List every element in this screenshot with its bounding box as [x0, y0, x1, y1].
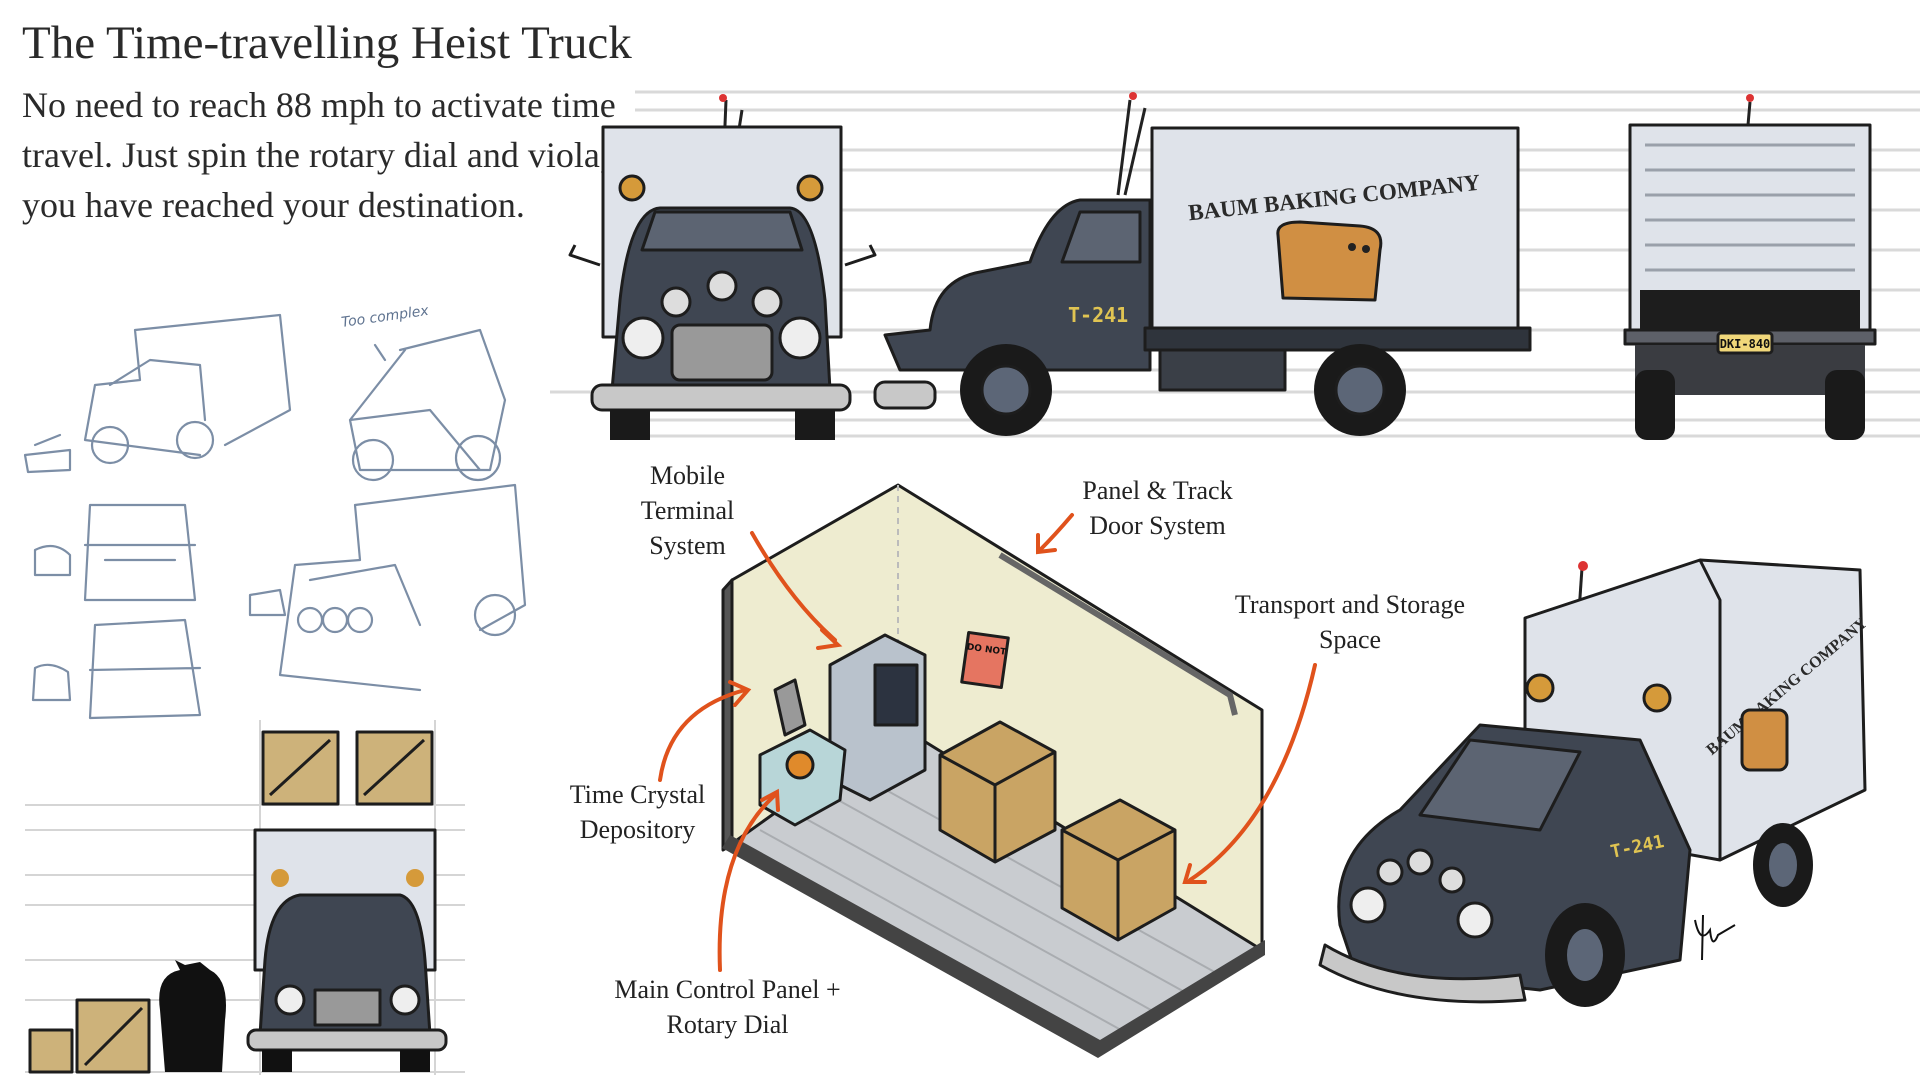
truck-side-view: BAUM BAKING COMPANY T-241 [873, 92, 1532, 436]
label-storage: Transport and Storage Space [1234, 590, 1466, 654]
truck-front-view [568, 94, 877, 440]
label-control-panel: Main Control Panel + Rotary Dial [614, 975, 841, 1039]
callout-arrows [658, 513, 1317, 972]
label-mobile-terminal: Mobile Terminal System [640, 461, 735, 560]
side-number: T-241 [1068, 303, 1128, 327]
license-plate: DKI-840 [1720, 337, 1771, 351]
cargo-interior-cutaway: DO NOT [658, 483, 1317, 1058]
truck-three-quarter-view: BAUM BAKING COMPANY T-241 [1318, 558, 1871, 1007]
do-not-sign: DO NOT [960, 630, 1010, 690]
label-panel-door: Panel & Track Door System [1082, 476, 1233, 540]
page-description: No need to reach 88 mph to activate time… [22, 85, 616, 225]
label-crystal: Time Crystal Depository [569, 780, 706, 844]
scale-comparison-scene [25, 720, 465, 1075]
concept-sketches: Too complex [23, 303, 527, 720]
artist-signature [1694, 914, 1736, 961]
sketch-note: Too complex [340, 303, 430, 331]
truck-rear-view: DKI-840 [1623, 94, 1877, 440]
page-title: The Time-travelling Heist Truck [22, 17, 632, 69]
